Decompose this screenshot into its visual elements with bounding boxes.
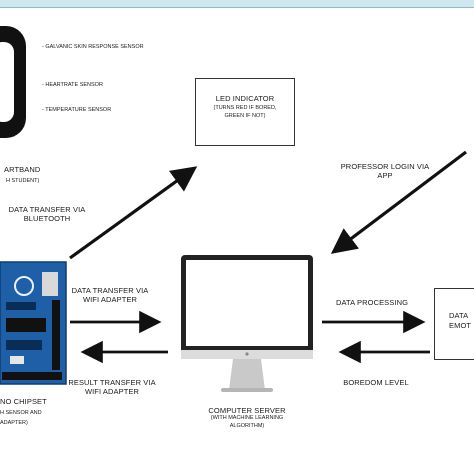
- smartband-label: ARTBAND: [4, 165, 41, 174]
- bluetooth-label-line2: BLUETOOTH: [23, 214, 71, 224]
- led-subtitle: (TURNS RED IF BORED, GREEN IF NOT): [213, 105, 277, 119]
- wifi-out-label-line2: WIFI ADAPTER: [84, 387, 140, 397]
- led-indicator-box: LED INDICATOR (TURNS RED IF BORED, GREEN…: [195, 78, 295, 146]
- wifi-out-label-line1: RESULT TRANSFER VIA: [68, 378, 156, 387]
- wifi-out-label: RESULT TRANSFER VIA WIFI ADAPTER: [60, 378, 164, 397]
- smartband-feature-1: - GALVANIC SKIN RESPONSE SENSOR: [42, 44, 144, 50]
- database-label-line1: DATA: [449, 311, 469, 320]
- bluetooth-label-line1: DATA TRANSFER VIA: [8, 205, 86, 214]
- wifi-in-label: DATA TRANSFER VIA WIFI ADAPTER: [64, 286, 156, 305]
- server-subtitle-line2: ALGORITHM): [229, 422, 265, 429]
- bluetooth-label: DATA TRANSFER VIA BLUETOOTH: [6, 205, 88, 224]
- bluetooth-arrow: [69, 166, 198, 260]
- led-title: LED INDICATOR: [215, 94, 275, 103]
- database-label-line2: EMOT: [449, 321, 472, 331]
- smartband-sublabel: H STUDENT): [6, 178, 40, 184]
- arduino-board-image: [0, 261, 67, 385]
- smartband-image: [0, 26, 26, 138]
- server-title: COMPUTER SERVER: [208, 406, 286, 415]
- professor-label: PROFESSOR LOGIN VIA APP: [332, 162, 438, 181]
- professor-arrow: [330, 150, 467, 254]
- top-edge-strip: [0, 0, 474, 8]
- server-subtitle-line1: (WITH MACHINE LEARNING: [210, 415, 284, 422]
- smartband-feature-2: - HEARTRATE SENSOR: [42, 82, 103, 88]
- arduino-label-line3: ADAPTER): [0, 420, 28, 426]
- wifi-in-label-line2: WIFI ADAPTER: [82, 295, 138, 305]
- wifi-in-label-line1: DATA TRANSFER VIA: [71, 286, 149, 295]
- computer-monitor-image: [181, 255, 313, 392]
- smartband-feature-3: - TEMPERATURE SENSOR: [42, 107, 112, 113]
- boredom-label: BOREDOM LEVEL: [343, 378, 409, 387]
- professor-label-line2: APP: [377, 171, 393, 181]
- professor-label-line1: PROFESSOR LOGIN VIA: [340, 162, 430, 171]
- database-box: DATA EMOT: [434, 288, 474, 360]
- server-label: COMPUTER SERVER (WITH MACHINE LEARNING A…: [188, 406, 306, 430]
- arduino-label-line1: NO CHIPSET: [0, 397, 47, 406]
- arduino-label-line2: H SENSOR AND: [0, 410, 42, 416]
- processing-label: DATA PROCESSING: [335, 298, 409, 307]
